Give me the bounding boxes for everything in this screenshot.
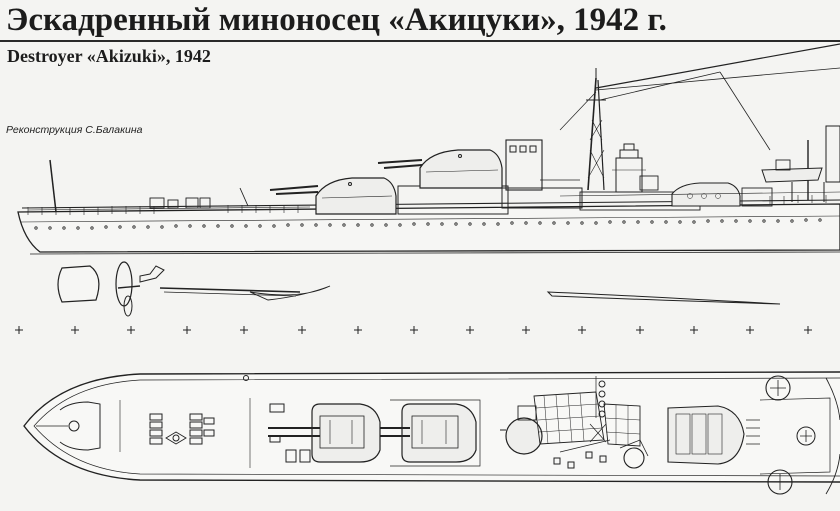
underwater-hull	[57, 261, 781, 317]
title-russian: Эскадренный миноносец «Акицуки», 1942 г.	[6, 2, 667, 38]
title-english: Destroyer «Akizuki», 1942	[7, 46, 211, 66]
deck-plan	[23, 371, 840, 495]
side-profile	[17, 43, 840, 255]
station-marks	[15, 326, 812, 334]
title-underline	[0, 40, 840, 42]
reconstruction-credit: Реконструкция С.Балакина	[6, 124, 143, 136]
